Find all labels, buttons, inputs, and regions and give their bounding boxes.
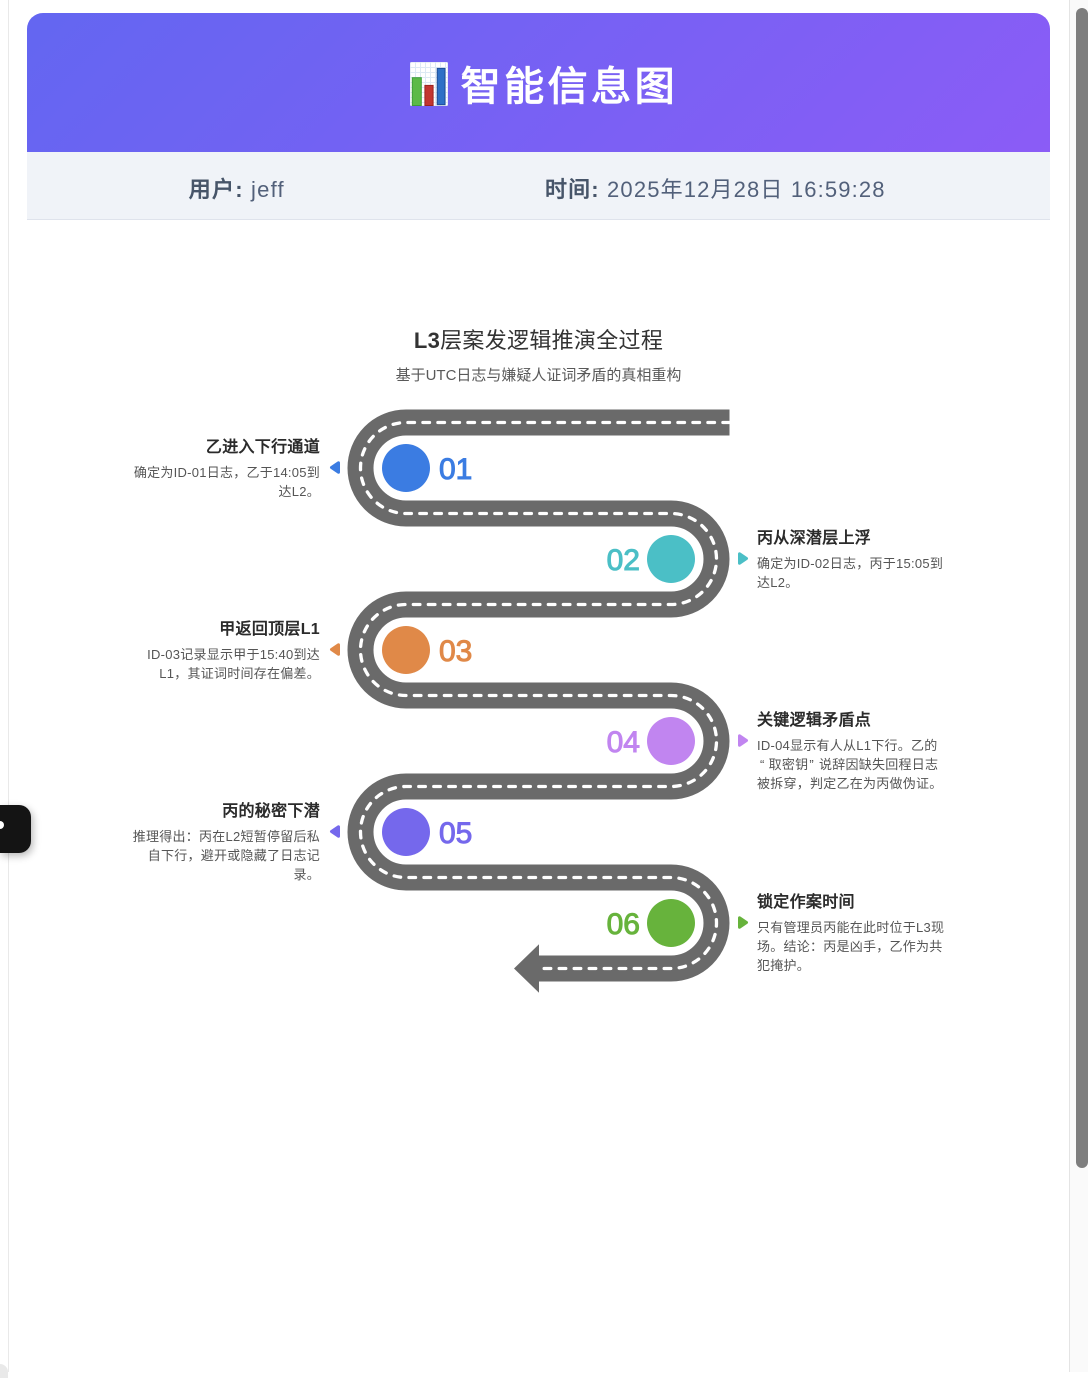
svg-text:05: 05 bbox=[439, 817, 472, 850]
svg-text:03: 03 bbox=[439, 635, 472, 668]
svg-text:01: 01 bbox=[439, 453, 472, 486]
svg-text:02: 02 bbox=[607, 544, 640, 577]
svg-text:04: 04 bbox=[607, 726, 640, 759]
svg-text:06: 06 bbox=[607, 908, 640, 941]
